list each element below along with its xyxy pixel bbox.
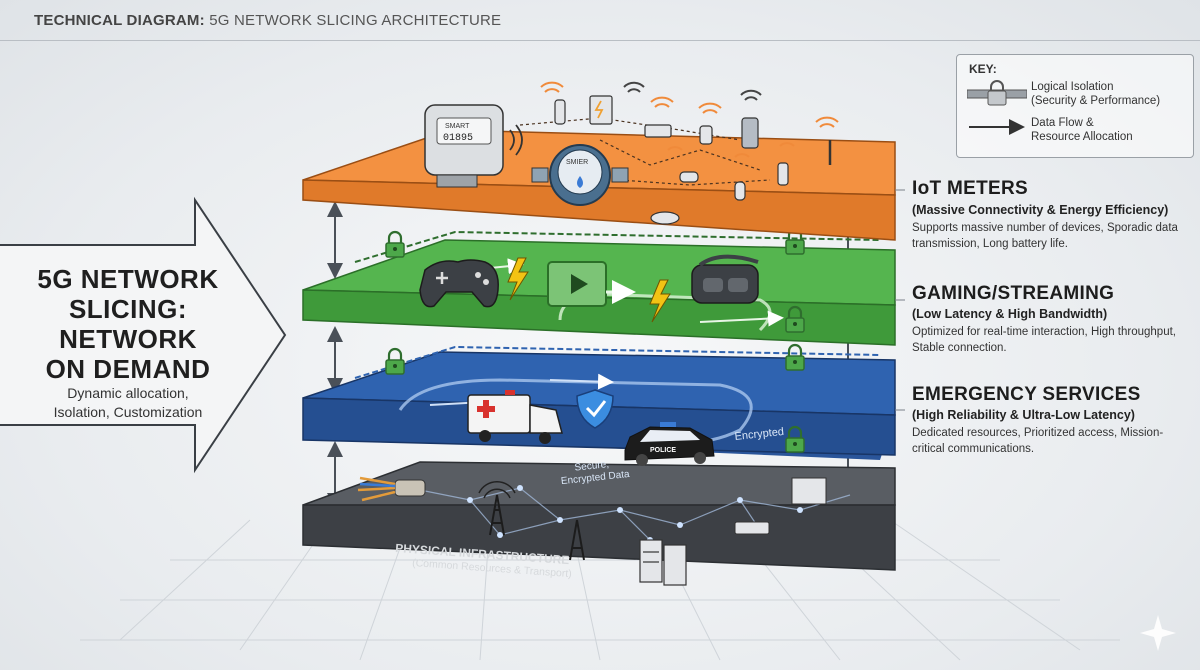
svg-text:01895: 01895 — [443, 133, 473, 144]
server-rack-icon — [639, 539, 687, 586]
lightning-icon — [507, 257, 671, 323]
iot-slice-title: IoT METERS — [912, 178, 1028, 199]
sensor-device-icon — [554, 95, 832, 225]
svg-text:POLICE: POLICE — [650, 447, 676, 454]
encrypted-label: Encrypted — [734, 426, 785, 443]
flow-arrow-icon — [969, 119, 1025, 135]
isolation-key-label: Logical Isolation (Security & Performanc… — [1031, 81, 1161, 107]
floor-grid — [80, 519, 1120, 661]
router-icon — [734, 477, 827, 535]
fiber-cable-icon — [357, 476, 426, 502]
ambulance-icon — [467, 390, 563, 444]
iot-slice-description: Supports massive number of devices, Spor… — [912, 222, 1178, 250]
emergency-slice-description: Dedicated resources, Prioritized access,… — [912, 427, 1164, 455]
header-bar: TECHNICAL DIAGRAM: 5G NETWORK SLICING AR… — [0, 0, 1200, 41]
flow-key-label: Data Flow & Resource Allocation — [1031, 117, 1133, 143]
isolation-barrier-top — [354, 227, 881, 334]
isolation-barrier-middle — [354, 343, 881, 454]
emergency-slice-subtitle: (High Reliability & Ultra-Low Latency) — [912, 408, 1135, 422]
sparkle-icon — [1140, 615, 1176, 651]
on-demand-arrow — [0, 196, 287, 474]
isolation-lock-icon — [967, 80, 1027, 106]
svg-text:SMART: SMART — [445, 123, 470, 130]
iot-slice-subtitle: (Massive Connectivity & Energy Efficienc… — [912, 203, 1169, 217]
cell-tower-icon — [478, 481, 585, 561]
diagram-title: TECHNICAL DIAGRAM: 5G NETWORK SLICING AR… — [34, 12, 502, 29]
gaming-slice-description: Optimized for real-time interaction, Hig… — [912, 326, 1176, 354]
gaming-slice-title: GAMING/STREAMING — [912, 283, 1115, 304]
vr-headset-icon — [691, 254, 759, 304]
gaming-slice-subtitle: (Low Latency & High Bandwidth) — [912, 307, 1108, 321]
shield-check-icon — [576, 389, 614, 429]
svg-text:SMIER: SMIER — [566, 159, 588, 166]
wifi-signal-icon — [540, 81, 839, 158]
iot-meters-layer: SMART 01895 SMIER — [302, 81, 896, 241]
main-subheading: Dynamic allocation, Isolation, Customiza… — [53, 385, 203, 420]
smart-meter-icon: SMART 01895 — [424, 104, 523, 188]
legend-title: KEY: — [969, 62, 997, 76]
main-heading: 5G NETWORK SLICING: NETWORK ON DEMAND — [37, 264, 219, 384]
water-meter-icon: SMIER — [531, 144, 629, 206]
emergency-slice-title: EMERGENCY SERVICES — [912, 384, 1141, 405]
play-video-icon — [547, 261, 636, 307]
police-car-icon: POLICE — [624, 422, 715, 466]
physical-infrastructure-layer: PHYSICAL INFRASTRUCTURE (Common Resource… — [302, 461, 896, 586]
slice-connectors — [895, 189, 905, 411]
legend-key: KEY: Logical Isolation (Security & Perfo… — [956, 54, 1194, 158]
emergency-services-layer: POLICE Encrypted Secure,Encrypted Data — [302, 351, 896, 487]
gamepad-icon — [419, 259, 499, 308]
